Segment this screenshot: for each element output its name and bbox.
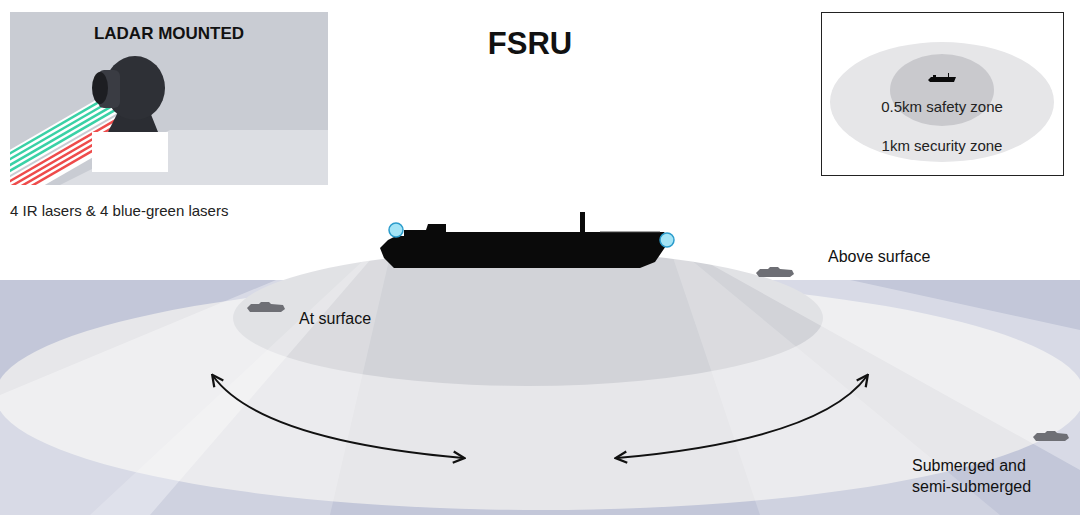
zone-sample-outer	[830, 42, 1054, 162]
laser-beam	[90, 230, 396, 515]
legend-entry: 1km security zone	[882, 137, 1003, 154]
inset-heading: LADAR MOUNTED	[10, 24, 328, 44]
fsru-ship	[380, 212, 670, 268]
laser-beam	[0, 230, 396, 515]
legend-entry: 0.5km safety zone	[881, 98, 1003, 115]
ladar-inset: LADAR MOUNTED4 IR lasers & 4 blue-green …	[10, 12, 328, 185]
zone-legend-box	[822, 13, 1064, 176]
ladar-sensor	[389, 223, 403, 237]
zone-label: Submerged and semi-submerged	[912, 456, 1062, 498]
small-boat	[1033, 431, 1069, 441]
small-boat	[756, 267, 794, 277]
inset-caption: 4 IR lasers & 4 blue-green lasers	[10, 202, 228, 219]
sweep-arrow	[213, 376, 463, 458]
ladar-device	[10, 56, 328, 185]
small-boat	[247, 302, 285, 312]
zone-sample-inner	[890, 54, 994, 126]
ladar-sensor	[660, 233, 674, 247]
zone-label: At surface	[299, 309, 371, 330]
ship-rail	[600, 232, 660, 233]
zone-ship-icon	[928, 73, 956, 82]
sweep-arrow	[617, 376, 867, 458]
zone-label: Above surface	[828, 247, 930, 268]
